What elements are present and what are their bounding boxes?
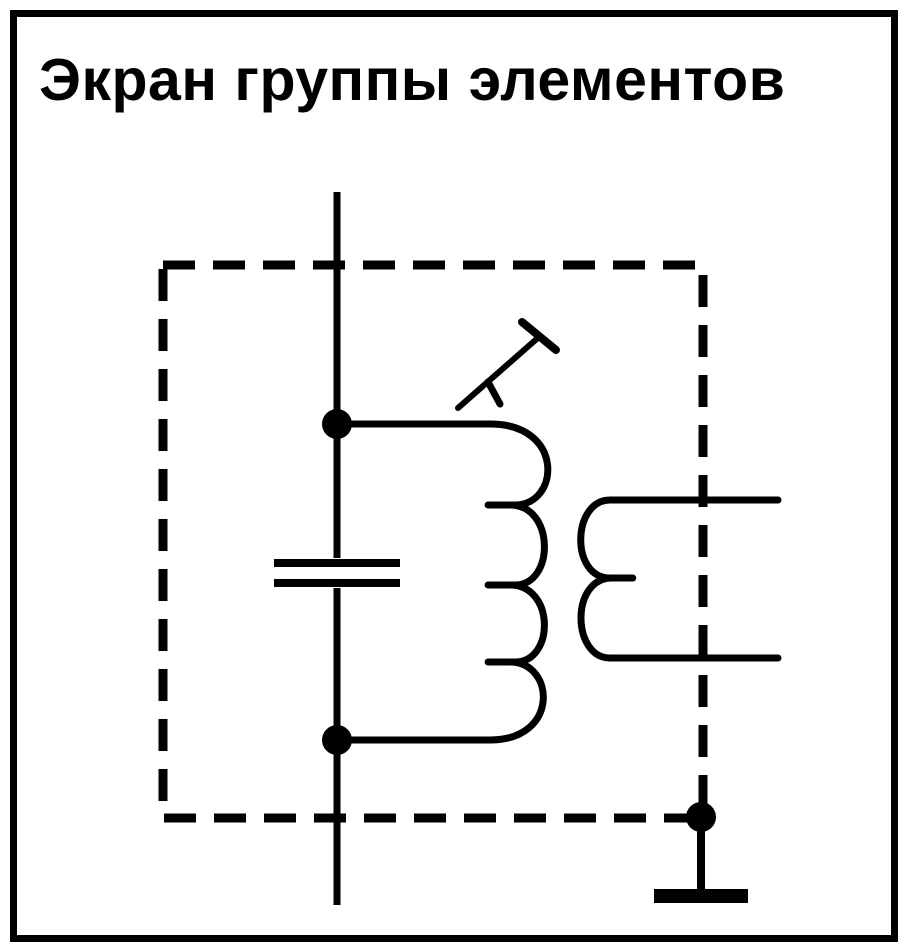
figure-title: Экран группы элементов [39, 47, 786, 113]
tuning-arrow-bar [518, 318, 560, 354]
shield-screen-dashed [158, 260, 708, 823]
tuning-arrow-tail [484, 378, 504, 408]
coupling-coil [577, 496, 782, 662]
tunable-inductor [333, 420, 552, 744]
figure-frame: Экран группы элементов [10, 10, 898, 942]
tuning-arrow-shaft [455, 333, 543, 411]
ground-symbol [654, 889, 748, 903]
